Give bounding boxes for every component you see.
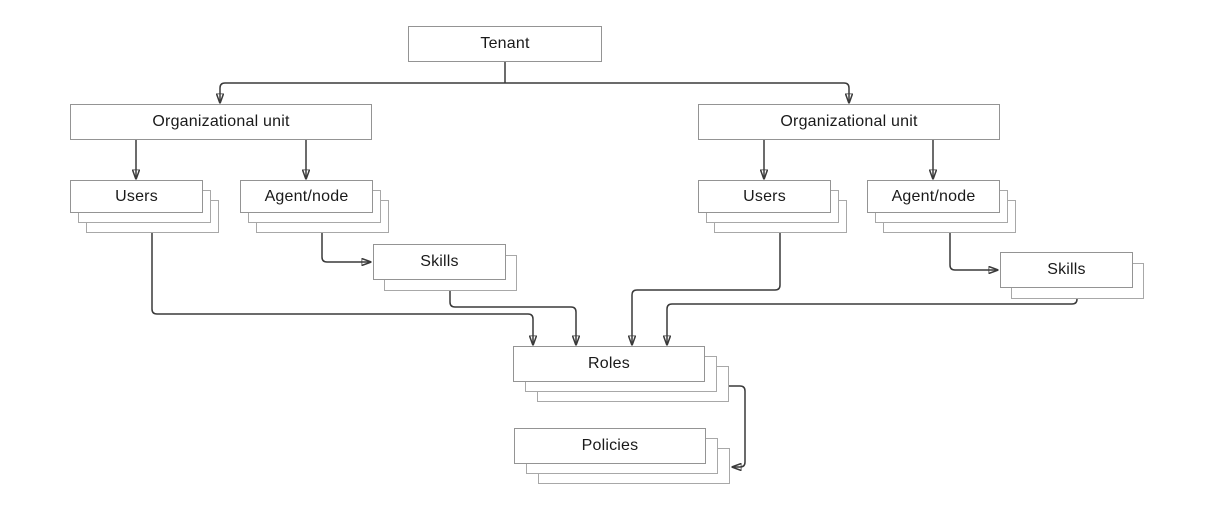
node-policies-box: Policies — [514, 428, 706, 464]
edge-agentright-to-skills — [949, 233, 998, 270]
node-users-left: Users — [70, 180, 219, 233]
node-org-unit-left-box: Organizational unit — [70, 104, 372, 140]
node-roles-label: Roles — [588, 355, 630, 372]
node-org-unit-right-box: Organizational unit — [698, 104, 1000, 140]
edge-tenant-to-org-right — [505, 82, 849, 103]
node-agent-node-right: Agent/node — [867, 180, 1016, 233]
edge-usersright-to-roles — [632, 233, 781, 345]
node-agent-node-right-label: Agent/node — [891, 187, 976, 205]
node-users-left-box: Users — [70, 180, 203, 213]
node-org-unit-left-label: Organizational unit — [152, 113, 290, 130]
node-roles: Roles — [513, 346, 729, 402]
node-users-left-label: Users — [115, 187, 158, 205]
node-skills-right-box: Skills — [1000, 252, 1133, 288]
node-skills-left-box: Skills — [373, 244, 506, 280]
node-agent-node-left-box: Agent/node — [240, 180, 373, 213]
node-org-unit-left: Organizational unit — [70, 104, 372, 140]
edge-roles-to-policies — [729, 385, 746, 467]
node-tenant: Tenant — [408, 26, 602, 62]
node-roles-box: Roles — [513, 346, 705, 382]
node-skills-left: Skills — [373, 244, 517, 291]
node-skills-right-label: Skills — [1047, 261, 1086, 278]
edge-agentleft-to-skills — [321, 233, 371, 262]
edge-skillsright-to-roles — [667, 298, 1078, 345]
node-users-right: Users — [698, 180, 847, 233]
node-skills-left-label: Skills — [420, 253, 459, 270]
edge-skillsleft-to-roles — [449, 291, 576, 345]
node-agent-node-left-label: Agent/node — [264, 187, 349, 205]
node-policies: Policies — [514, 428, 730, 484]
edge-tenant-to-org-left — [220, 82, 505, 103]
node-agent-node-left: Agent/node — [240, 180, 389, 233]
node-skills-right: Skills — [1000, 252, 1144, 299]
node-org-unit-right: Organizational unit — [698, 104, 1000, 140]
node-tenant-box: Tenant — [408, 26, 602, 62]
node-policies-label: Policies — [581, 437, 639, 454]
node-users-right-box: Users — [698, 180, 831, 213]
node-tenant-label: Tenant — [480, 35, 530, 52]
node-agent-node-right-box: Agent/node — [867, 180, 1000, 213]
node-org-unit-right-label: Organizational unit — [780, 113, 918, 130]
node-users-right-label: Users — [743, 187, 786, 205]
